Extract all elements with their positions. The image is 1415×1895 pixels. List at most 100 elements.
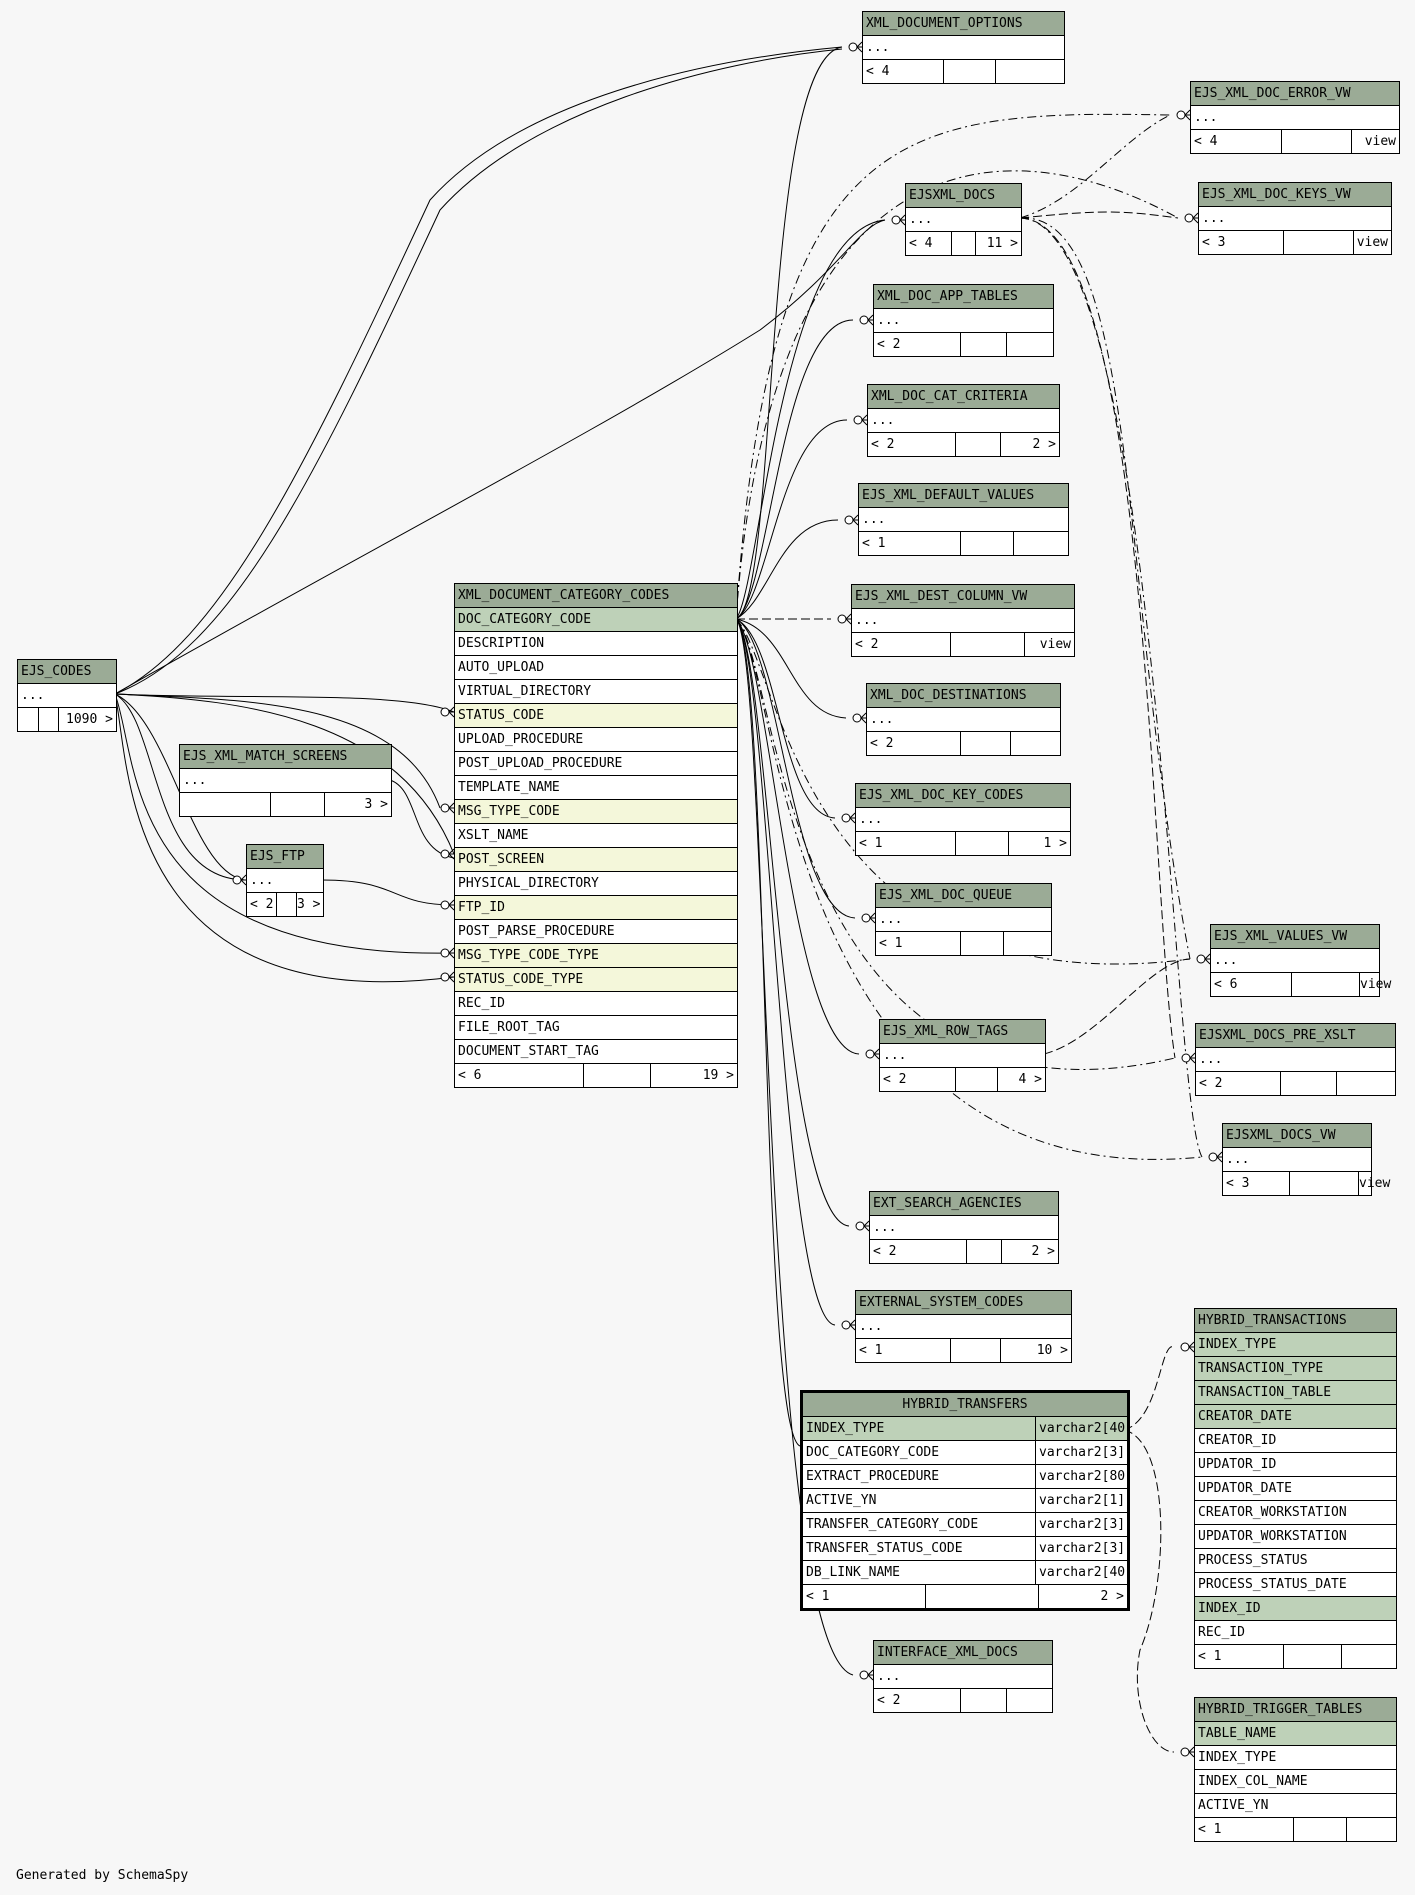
column-row[interactable]: ACTIVE_YN	[1195, 1794, 1396, 1818]
table-ejsxml-docs-pre-xslt[interactable]: EJSXML_DOCS_PRE_XSLT... < 2	[1195, 1023, 1396, 1096]
parent-count[interactable]: < 2	[1199, 1076, 1223, 1091]
collapsed-columns[interactable]: ...	[867, 708, 1060, 732]
table-header[interactable]: EJS_XML_MATCH_SCREENS	[180, 745, 391, 769]
table-header[interactable]: EJS_XML_DOC_ERROR_VW	[1191, 82, 1399, 106]
table-header[interactable]: EJSXML_DOCS_PRE_XSLT	[1196, 1024, 1395, 1048]
parent-count[interactable]: < 3	[1202, 235, 1226, 250]
collapsed-columns[interactable]: ...	[856, 808, 1070, 832]
child-count[interactable]: 2 >	[1001, 1240, 1058, 1263]
column-row[interactable]: FTP_ID	[455, 896, 737, 920]
column-row[interactable]: UPDATOR_ID	[1195, 1453, 1396, 1477]
child-count[interactable]: 4 >	[997, 1068, 1045, 1091]
collapsed-columns[interactable]: ...	[852, 609, 1074, 633]
child-count[interactable]: view	[1351, 130, 1399, 153]
child-count[interactable]	[1010, 732, 1060, 755]
collapsed-columns[interactable]: ...	[863, 36, 1064, 60]
child-count[interactable]: 11 >	[975, 232, 1021, 255]
child-count[interactable]: view	[1353, 231, 1391, 254]
child-count[interactable]	[1013, 532, 1068, 555]
child-count[interactable]: 19 >	[650, 1064, 737, 1087]
column-row[interactable]: DOCUMENT_START_TAG	[455, 1040, 737, 1064]
parent-count[interactable]	[180, 793, 273, 816]
parent-count[interactable]: < 2	[250, 897, 274, 912]
table-header[interactable]: EJS_XML_VALUES_VW	[1211, 925, 1379, 949]
column-row[interactable]: PROCESS_STATUS	[1195, 1549, 1396, 1573]
child-count[interactable]	[1346, 1818, 1396, 1841]
child-count[interactable]: view	[1359, 973, 1391, 996]
column-row[interactable]: VIRTUAL_DIRECTORY	[455, 680, 737, 704]
table-header[interactable]: EJS_XML_ROW_TAGS	[880, 1020, 1045, 1044]
parent-count[interactable]: < 2	[883, 1072, 907, 1087]
column-row[interactable]: TRANSACTION_TABLE	[1195, 1381, 1396, 1405]
column-row[interactable]: XSLT_NAME	[455, 824, 737, 848]
child-count[interactable]	[1336, 1072, 1395, 1095]
parent-count[interactable]: < 1	[859, 1343, 883, 1358]
column-row[interactable]: TEMPLATE_NAME	[455, 776, 737, 800]
collapsed-columns[interactable]: ...	[876, 908, 1051, 932]
child-count[interactable]	[1003, 932, 1051, 955]
table-header[interactable]: HYBRID_TRANSFERS	[803, 1393, 1127, 1417]
collapsed-columns[interactable]: ...	[870, 1216, 1058, 1240]
table-header[interactable]: EJSXML_DOCS_VW	[1223, 1124, 1371, 1148]
parent-count[interactable]: < 1	[806, 1589, 830, 1604]
child-count[interactable]: 3 >	[324, 793, 391, 816]
parent-count[interactable]: < 2	[870, 736, 894, 751]
table-header[interactable]: EJSXML_DOCS	[906, 184, 1021, 208]
table-header[interactable]: EJS_XML_DEFAULT_VALUES	[859, 484, 1068, 508]
parent-count[interactable]: < 2	[877, 1693, 901, 1708]
child-count[interactable]: 1090 >	[58, 708, 116, 731]
table-ejs-xml-match-screens[interactable]: EJS_XML_MATCH_SCREENS...3 >	[179, 744, 392, 817]
parent-count[interactable]: < 1	[1198, 1649, 1222, 1664]
table-header[interactable]: EJS_XML_DOC_KEYS_VW	[1199, 183, 1391, 207]
table-header[interactable]: EJS_CODES	[18, 660, 116, 684]
column-row[interactable]: CREATOR_DATE	[1195, 1405, 1396, 1429]
table-interface-xml-docs[interactable]: INTERFACE_XML_DOCS...< 2	[873, 1640, 1053, 1713]
column-row[interactable]: INDEX_TYPE	[1195, 1333, 1396, 1357]
column-row[interactable]: FILE_ROOT_TAG	[455, 1016, 737, 1040]
parent-count[interactable]: < 2	[855, 637, 879, 652]
child-count[interactable]: 1 >	[1008, 832, 1070, 855]
parent-count[interactable]: < 1	[862, 536, 886, 551]
column-row[interactable]: PROCESS_STATUS_DATE	[1195, 1573, 1396, 1597]
collapsed-columns[interactable]: ...	[906, 208, 1021, 232]
collapsed-columns[interactable]: ...	[1196, 1048, 1395, 1072]
parent-count[interactable]: < 1	[859, 836, 883, 851]
child-count[interactable]: view	[1024, 633, 1074, 656]
column-row[interactable]: TABLE_NAME	[1195, 1722, 1396, 1746]
column-row[interactable]: INDEX_TYPE	[1195, 1746, 1396, 1770]
table-header[interactable]: XML_DOC_CAT_CRITERIA	[868, 385, 1059, 409]
table-ejs-codes[interactable]: EJS_CODES...1090 >	[17, 659, 117, 732]
parent-count[interactable]: < 4	[866, 64, 890, 79]
collapsed-columns[interactable]: ...	[247, 869, 323, 893]
column-row[interactable]: POST_SCREEN	[455, 848, 737, 872]
column-row[interactable]: UPDATOR_WORKSTATION	[1195, 1525, 1396, 1549]
column-row[interactable]: CREATOR_ID	[1195, 1429, 1396, 1453]
table-header[interactable]: HYBRID_TRIGGER_TABLES	[1195, 1698, 1396, 1722]
collapsed-columns[interactable]: ...	[856, 1315, 1071, 1339]
parent-count[interactable]: < 2	[877, 337, 901, 352]
column-row[interactable]: REC_ID	[455, 992, 737, 1016]
child-count[interactable]	[1341, 1645, 1396, 1668]
column-row[interactable]: POST_UPLOAD_PROCEDURE	[455, 752, 737, 776]
column-row[interactable]: UPLOAD_PROCEDURE	[455, 728, 737, 752]
column-row[interactable]: REC_ID	[1195, 1621, 1396, 1645]
child-count[interactable]: view	[1358, 1172, 1390, 1195]
parent-count[interactable]: < 3	[1226, 1176, 1250, 1191]
collapsed-columns[interactable]: ...	[1211, 949, 1379, 973]
table-ejs-xml-default-values[interactable]: EJS_XML_DEFAULT_VALUES...< 1	[858, 483, 1069, 556]
column-row[interactable]: MSG_TYPE_CODE_TYPE	[455, 944, 737, 968]
